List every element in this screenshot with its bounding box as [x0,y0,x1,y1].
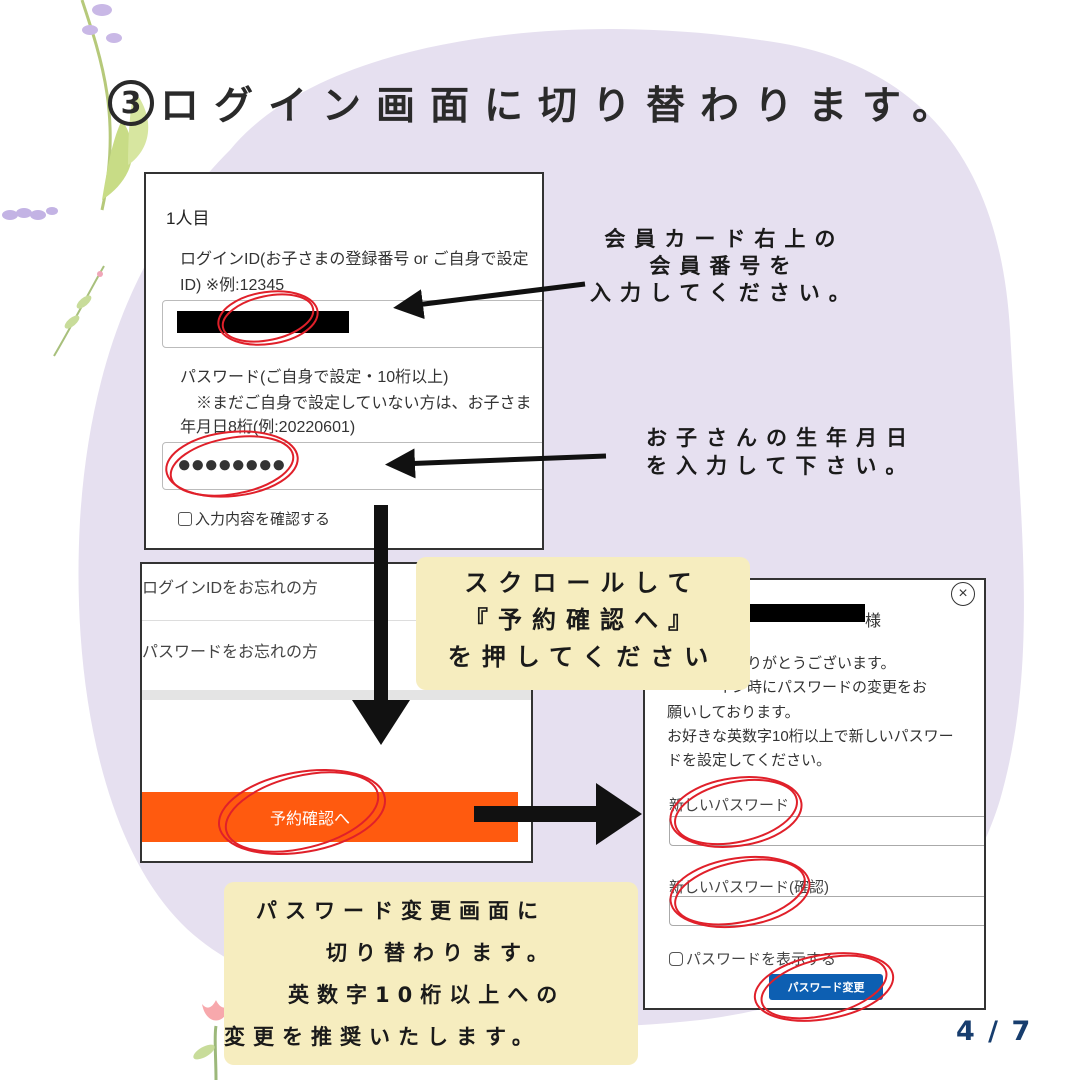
note-line: パスワード変更画面に [256,899,546,923]
scroll-instruction-note: スクロールして 『予約確認へ』 を押してください [416,557,750,690]
step-number-badge: 3 [108,80,154,126]
show-password-label: パスワードを表示する [686,951,837,968]
password-label-line3: 年月日8桁(例:20220601) [180,419,356,436]
redaction-bar [177,311,349,333]
confirm-checkbox-label: 入力内容を確認する [195,511,331,528]
modal-message-line1: りがとうございます。 [747,655,896,672]
reserve-confirm-button[interactable]: 予約確認へ [142,792,518,842]
redaction-bar [745,604,865,622]
password-input[interactable]: ●●●●●●●● [162,442,542,490]
note-line: 『予約確認へ』 [464,606,702,634]
modal-message-line4: お好きな英数字10桁以上で新しいパスワー [667,728,954,745]
modal-message-line5: ドを設定してください。 [667,752,832,769]
section-divider [142,690,531,700]
forgot-login-id-link[interactable]: ログインIDをお忘れの方 [142,580,319,597]
page-title-text: ログイン画面に切り替わります。 [160,84,967,129]
login-id-input[interactable] [162,300,542,348]
note-line: スクロールして [464,569,702,597]
forgot-password-link[interactable]: パスワードをお忘れの方 [142,644,319,661]
callout-card-number: 会員カード右上の 会員番号を 入力してください。 [590,226,859,307]
callout-line: を入力して下さい。 [646,454,916,478]
confirm-input-checkbox-row[interactable]: 入力内容を確認する [178,508,330,529]
new-password-confirm-input[interactable] [669,896,984,926]
callout-birthday: お子さんの生年月日 を入力して下さい。 [646,424,916,480]
divider [142,620,531,621]
callout-line: 入力してください。 [590,281,859,305]
note-line: を押してください [447,643,719,671]
password-change-button[interactable]: パスワード変更 [769,974,883,1000]
login-id-label-line1: ログインID(お子さまの登録番号 or ご自身で設定 [180,251,529,268]
note-line: 切り替わります。 [326,941,556,965]
callout-line: お子さんの生年月日 [646,426,916,450]
password-mask: ●●●●●●●● [177,451,286,478]
modal-message-line3: 願いしております。 [667,704,800,721]
password-change-note: パスワード変更画面に 切り替わります。 英数字10桁以上への 変更を推奨いたしま… [224,882,638,1065]
callout-line: 会員番号を [649,254,800,278]
note-line: 変更を推奨いたします。 [224,1025,541,1049]
new-password-label: 新しいパスワード [669,797,790,814]
person-label: 1人目 [166,209,210,228]
login-form-screenshot: 1人目 ログインID(お子さまの登録番号 or ご自身で設定 ID) ※例:12… [144,172,544,550]
login-id-label-line2: ID) ※例:12345 [180,277,285,294]
herb-sprig-icon [53,265,105,357]
page-title: 3 ログイン画面に切り替わります。 [108,68,1008,138]
password-label-line1: パスワード(ご自身で設定・10桁以上) [180,369,449,386]
show-password-row[interactable]: パスワードを表示する [669,948,836,969]
modal-message-line2: イン時にパスワードの変更をお [717,679,928,696]
greeting-suffix: 様 [865,613,882,630]
new-password-confirm-label: 新しいパスワード(確認) [669,879,829,896]
page-indicator: 4 / 7 [956,1016,1033,1047]
note-line: 英数字10桁以上への [288,983,566,1007]
callout-line: 会員カード右上の [604,227,845,251]
lavender-branch-icon [2,207,58,220]
tulip-icon [193,1000,230,1080]
confirm-checkbox[interactable] [178,511,192,526]
password-label-line2: ※まだご自身で設定していない方は、お子さま [196,395,532,412]
show-password-checkbox[interactable] [669,951,683,966]
close-icon[interactable]: × [951,582,975,606]
new-password-input[interactable] [669,816,984,846]
